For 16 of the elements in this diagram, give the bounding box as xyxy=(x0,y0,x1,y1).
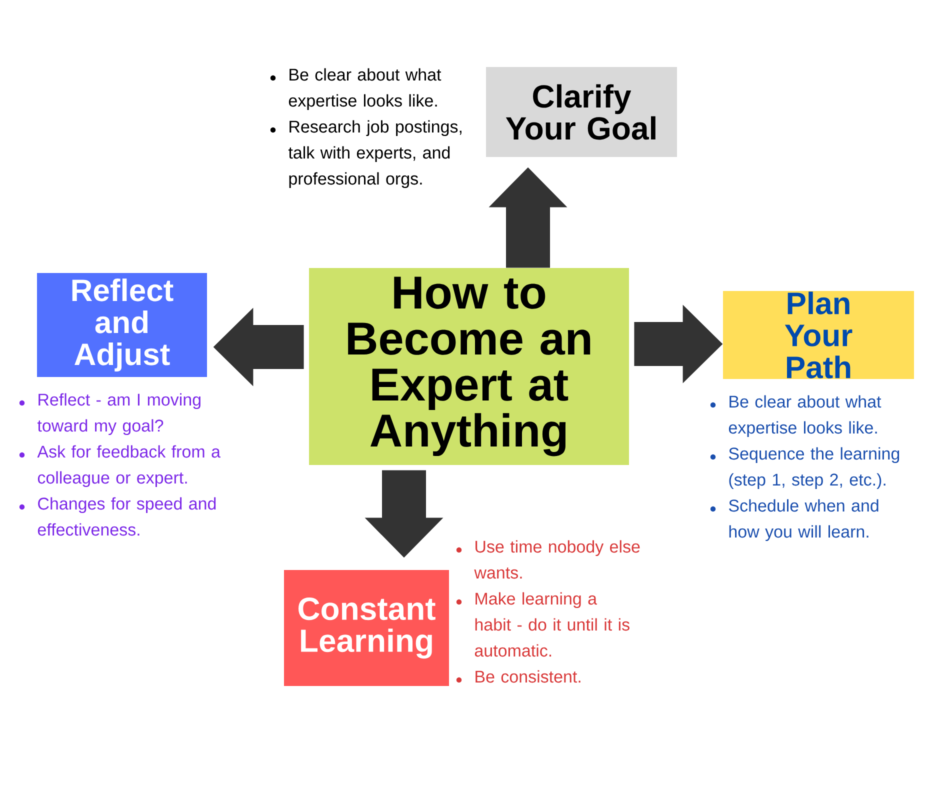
bullet-item: Make learning a habit - do it until it is automatic. xyxy=(456,592,630,657)
step-box: Clarify Your Goal xyxy=(486,67,677,157)
bullet-item: Be clear about what expertise looks like. xyxy=(270,68,442,110)
step-box: Constant Learning xyxy=(284,570,449,686)
bullet-item: Ask for feedback from a colleague or expert. xyxy=(19,445,220,488)
bullet-item: Schedule when and how you will learn. xyxy=(710,499,878,542)
title-box: How to Become an Expert at Anything xyxy=(309,268,629,465)
bullet-item: Use time nobody else wants. xyxy=(456,540,640,579)
bullet-item: Changes for speed and effectiveness. xyxy=(19,497,216,536)
bullet-item: Be consistent. xyxy=(456,670,580,683)
bullet-item: Research job postings, talk with experts, and professional orgs. xyxy=(270,120,462,188)
bullet-item: Sequence the learning (step 1, step 2, etc.). xyxy=(710,447,900,490)
step-box: Plan Your Path xyxy=(723,291,914,379)
step-box: Reflect and Adjust xyxy=(37,273,207,377)
bullet-item: Reflect - am I moving toward my goal? xyxy=(19,393,200,436)
bullet-item: Be clear about what expertise looks like. xyxy=(710,395,882,438)
